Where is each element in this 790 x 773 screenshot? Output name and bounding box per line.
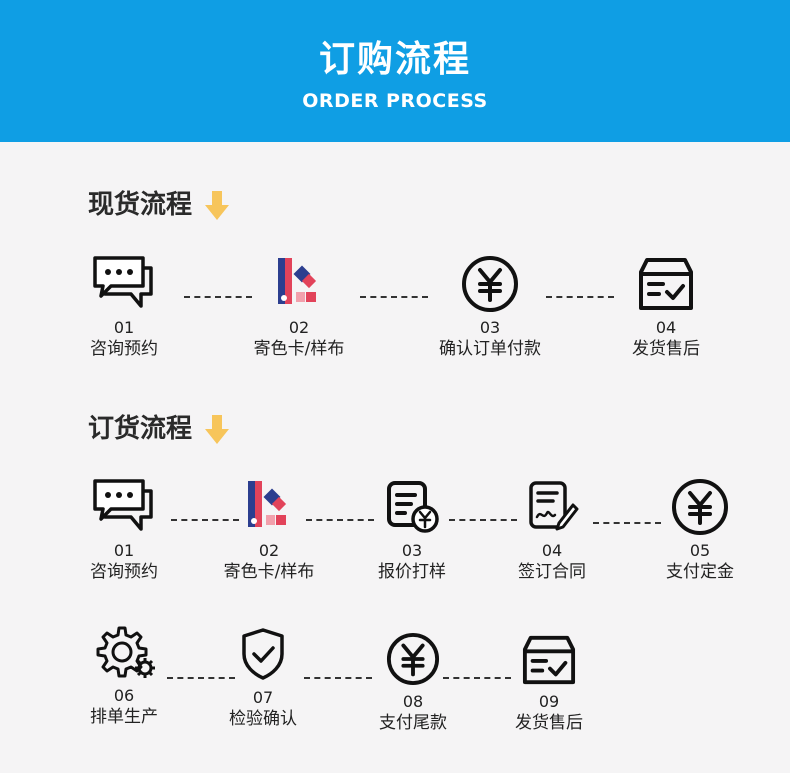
step-label: 排单生产 bbox=[90, 707, 158, 727]
step-number: 04 bbox=[655, 318, 677, 337]
step-number: 05 bbox=[689, 541, 711, 560]
step-connector bbox=[449, 519, 517, 521]
color-swatch-icon bbox=[278, 258, 317, 304]
down-arrow-icon bbox=[205, 190, 230, 220]
stock-process-title: 现货流程 bbox=[88, 184, 230, 221]
order-step-6: 06 排单生产 bbox=[64, 624, 184, 728]
sign-contract-icon bbox=[529, 481, 579, 531]
step-connector bbox=[167, 677, 235, 679]
page-subtitle: ORDER PROCESS bbox=[302, 90, 488, 112]
step-connector bbox=[360, 296, 428, 298]
step-label: 咨询预约 bbox=[90, 339, 158, 359]
chat-bubbles-icon bbox=[93, 256, 153, 308]
order-step-5: 05 支付定金 bbox=[640, 477, 760, 583]
order-process-title-text: 订货流程 bbox=[88, 414, 193, 444]
stock-process-title-text: 现货流程 bbox=[88, 190, 193, 220]
shipping-box-icon bbox=[522, 635, 576, 685]
step-label: 支付尾款 bbox=[379, 713, 447, 733]
shield-check-icon bbox=[242, 628, 284, 680]
order-step-3: 03 报价打样 bbox=[352, 477, 472, 583]
yen-coin-icon bbox=[386, 632, 440, 686]
order-step-8: 08 支付尾款 bbox=[353, 632, 473, 734]
step-label: 报价打样 bbox=[378, 562, 446, 582]
stock-step-3: 03 确认订单付款 bbox=[430, 254, 550, 360]
down-arrow-icon bbox=[205, 414, 230, 444]
chat-bubbles-icon bbox=[93, 479, 153, 531]
step-number: 04 bbox=[541, 541, 563, 560]
step-connector bbox=[306, 519, 374, 521]
step-number: 02 bbox=[288, 318, 310, 337]
step-number: 09 bbox=[538, 692, 560, 711]
step-label: 检验确认 bbox=[229, 709, 297, 729]
yen-coin-icon bbox=[462, 256, 518, 312]
step-number: 07 bbox=[252, 688, 274, 707]
step-connector bbox=[171, 519, 239, 521]
step-number: 06 bbox=[113, 686, 135, 705]
step-number: 03 bbox=[401, 541, 423, 560]
step-number: 02 bbox=[258, 541, 280, 560]
order-step-2: 02 寄色卡/样布 bbox=[209, 477, 329, 583]
step-number: 01 bbox=[113, 318, 135, 337]
shipping-box-icon bbox=[639, 258, 693, 310]
step-connector bbox=[593, 522, 661, 524]
step-connector bbox=[184, 296, 252, 298]
step-label: 寄色卡/样布 bbox=[223, 562, 315, 582]
step-label: 发货售后 bbox=[515, 713, 583, 733]
header-banner: 订购流程 ORDER PROCESS bbox=[0, 0, 790, 142]
stock-step-2: 02 寄色卡/样布 bbox=[239, 254, 359, 360]
step-connector bbox=[304, 677, 372, 679]
step-label: 咨询预约 bbox=[90, 562, 158, 582]
stock-step-4: 04 发货售后 bbox=[606, 254, 726, 360]
step-number: 03 bbox=[479, 318, 501, 337]
gears-icon bbox=[96, 626, 155, 678]
order-step-1: 01 咨询预约 bbox=[64, 477, 184, 583]
order-process-title: 订货流程 bbox=[88, 408, 230, 445]
order-step-7: 07 检验确认 bbox=[203, 624, 323, 730]
step-number: 08 bbox=[402, 692, 424, 711]
step-connector bbox=[546, 296, 614, 298]
step-label: 支付定金 bbox=[666, 562, 734, 582]
stock-step-1: 01 咨询预约 bbox=[64, 254, 184, 360]
page-title: 订购流程 bbox=[318, 39, 471, 80]
quote-document-icon bbox=[387, 481, 439, 533]
step-label: 签订合同 bbox=[518, 562, 586, 582]
step-number: 01 bbox=[113, 541, 135, 560]
color-swatch-icon bbox=[248, 481, 287, 527]
step-connector bbox=[443, 677, 511, 679]
step-label: 寄色卡/样布 bbox=[253, 339, 345, 359]
order-step-9: 09 发货售后 bbox=[489, 632, 609, 734]
yen-coin-icon bbox=[672, 479, 728, 535]
step-label: 发货售后 bbox=[632, 339, 700, 359]
step-label: 确认订单付款 bbox=[439, 339, 541, 359]
order-step-4: 04 签订合同 bbox=[492, 477, 612, 583]
